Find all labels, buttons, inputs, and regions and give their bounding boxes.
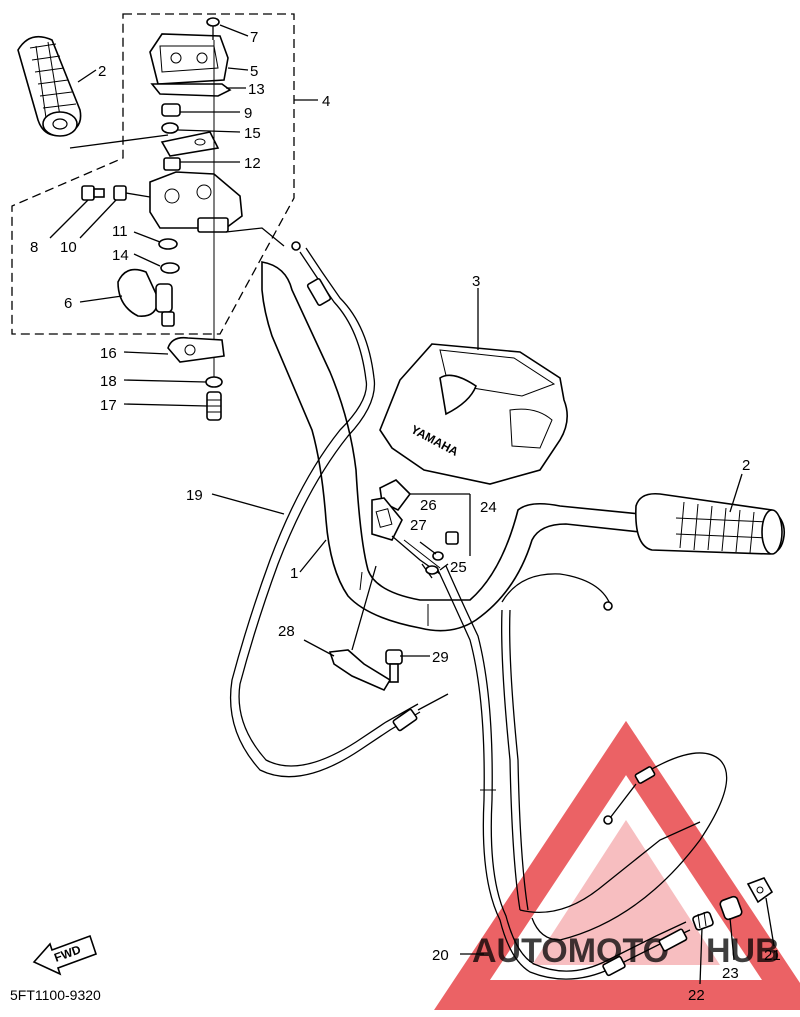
callout-27: 27 xyxy=(410,517,427,534)
cable-end-21 xyxy=(746,877,774,904)
bolt-8 xyxy=(81,185,105,201)
nut-10 xyxy=(113,185,127,201)
left-grip xyxy=(17,35,82,137)
handlebar-switch-housing xyxy=(149,171,243,233)
callout-9: 9 xyxy=(244,105,252,122)
callout-28: 28 xyxy=(278,623,295,640)
switch-upper-cover xyxy=(149,33,229,85)
screw-26 xyxy=(445,531,459,545)
leader-lines xyxy=(49,67,484,955)
callout-21: 21 xyxy=(764,947,781,964)
washer-14 xyxy=(160,262,180,274)
callout-4: 4 xyxy=(322,93,330,110)
fwd-arrow: FWD xyxy=(32,934,98,976)
callout-8: 8 xyxy=(30,239,38,256)
callout-25: 25 xyxy=(450,559,467,576)
callout-10: 10 xyxy=(60,239,77,256)
washer-15 xyxy=(161,122,179,134)
callout-5: 5 xyxy=(250,63,258,80)
callout-11: 11 xyxy=(112,223,128,240)
callout-22: 22 xyxy=(688,987,705,1004)
clip-25 xyxy=(425,565,439,575)
kill-switch xyxy=(371,479,412,541)
lower-clamp-16 xyxy=(167,336,225,363)
callout-3: 3 xyxy=(472,273,480,290)
callout-1: 1 xyxy=(290,565,298,582)
callout-18: 18 xyxy=(100,373,117,390)
callout-26: 26 xyxy=(420,497,437,514)
handlebar-cover: YAMAHA xyxy=(379,343,568,485)
switch-assembly-frame xyxy=(11,13,295,335)
callout-17: 17 xyxy=(100,397,117,414)
bolt-29 xyxy=(385,649,403,683)
callout-2-right: 2 xyxy=(742,457,750,474)
brake-cable xyxy=(437,565,728,980)
watermark-text-b: HUB xyxy=(706,932,780,970)
nut-9 xyxy=(161,103,181,117)
throttle-lever xyxy=(117,268,175,327)
spacer-12 xyxy=(163,157,181,171)
bracket-28 xyxy=(328,649,392,692)
callout-29: 29 xyxy=(432,649,449,666)
callout-14: 14 xyxy=(112,247,129,264)
washer-18 xyxy=(205,376,223,388)
callout-24: 24 xyxy=(480,499,497,516)
callout-6: 6 xyxy=(64,295,72,312)
callout-labels: 7 2 5 13 4 9 15 12 8 10 11 14 6 3 16 18 … xyxy=(30,29,781,1004)
diagram-code: 5FT1100-9320 xyxy=(10,987,101,1003)
bolt-17 xyxy=(206,391,222,421)
switch-gasket xyxy=(150,83,232,97)
callout-12: 12 xyxy=(244,155,261,172)
callout-16: 16 xyxy=(100,345,117,362)
callout-2-left: 2 xyxy=(98,63,106,80)
callout-23: 23 xyxy=(722,965,739,982)
adjuster-23 xyxy=(719,895,743,921)
handlebar xyxy=(261,261,641,632)
spring-22 xyxy=(692,911,714,931)
switch-bracket-12 xyxy=(160,131,220,157)
callout-15: 15 xyxy=(244,125,261,142)
callout-20: 20 xyxy=(432,947,449,964)
right-grip xyxy=(635,492,786,555)
callout-7: 7 xyxy=(250,29,258,46)
watermark-text-a: AUTOMOTO xyxy=(472,932,669,970)
callout-13: 13 xyxy=(248,81,265,98)
callout-19: 19 xyxy=(186,487,203,504)
throttle-cable xyxy=(229,241,449,778)
washer-11 xyxy=(158,238,178,250)
screw-7 xyxy=(206,17,220,40)
